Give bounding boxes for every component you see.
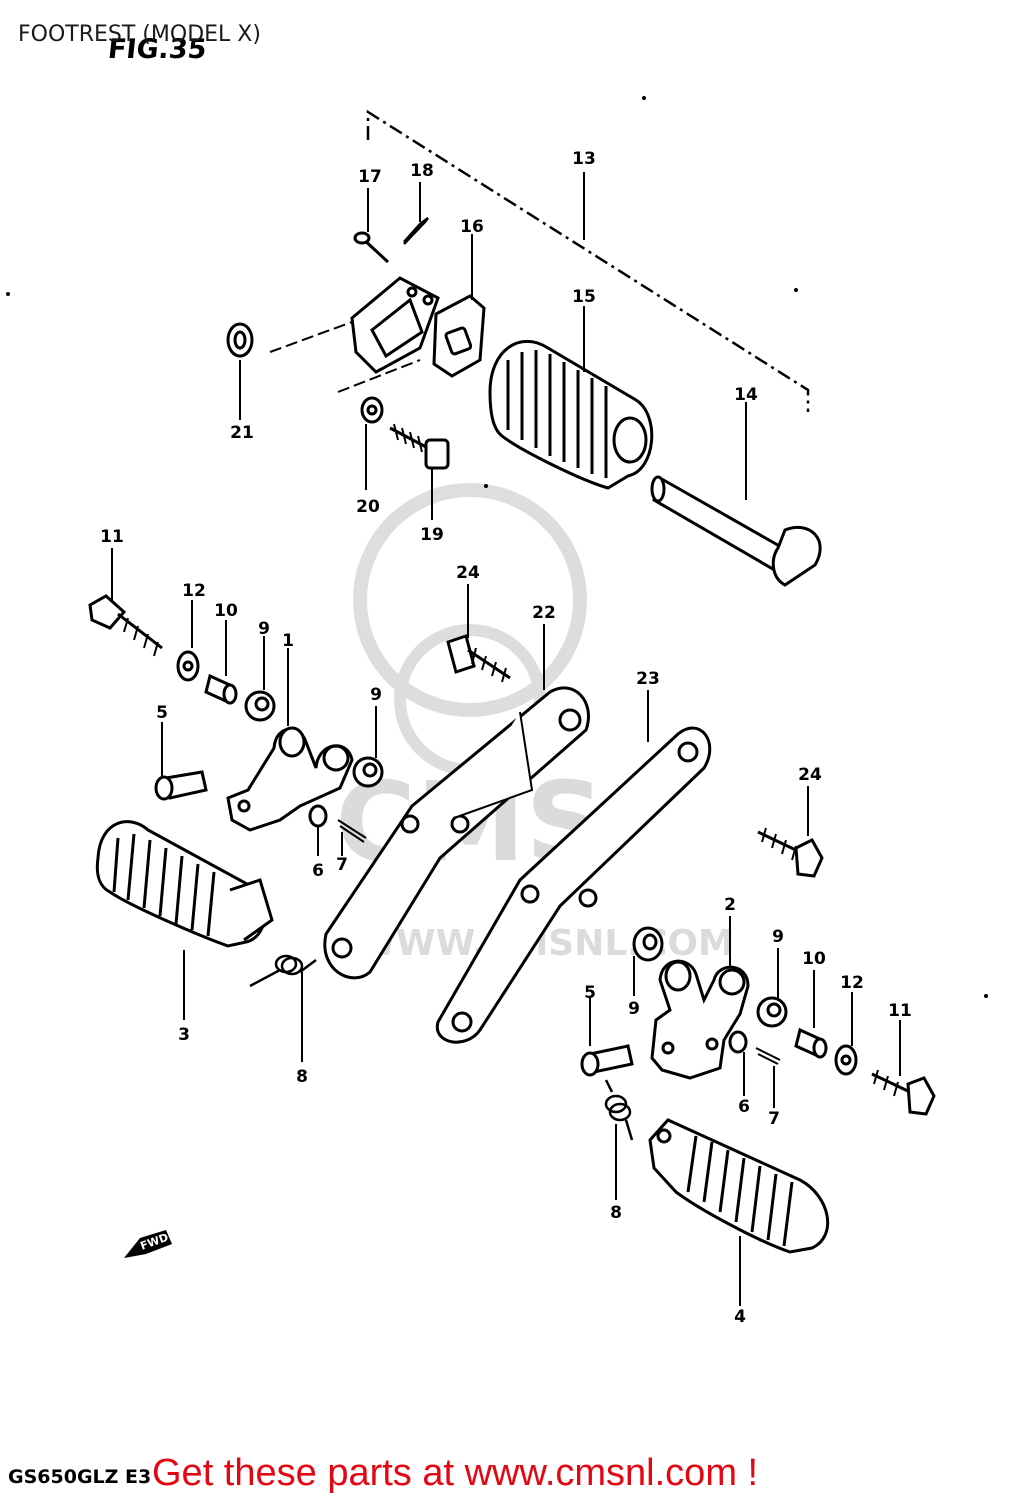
footpeg-3 xyxy=(95,820,274,948)
callout-8-left: 8 xyxy=(296,1067,308,1087)
callout-3: 3 xyxy=(178,1025,190,1045)
collar-10-left xyxy=(204,673,238,705)
spring-8-right xyxy=(604,1079,634,1141)
callout-19: 19 xyxy=(420,525,444,545)
callout-20: 20 xyxy=(356,497,380,517)
plate-16 xyxy=(432,294,486,378)
callout-6-right: 6 xyxy=(738,1097,750,1117)
footrest-bracket-2 xyxy=(650,959,750,1080)
footrest-bracket-1 xyxy=(226,726,354,832)
bolt-11-left xyxy=(88,594,163,657)
callout-12-left: 12 xyxy=(182,581,206,601)
washer-21 xyxy=(226,322,254,358)
callout-9-left-a: 9 xyxy=(258,619,270,639)
leader-lines-top xyxy=(239,172,747,520)
callout-8-right: 8 xyxy=(610,1203,622,1223)
callout-23: 23 xyxy=(636,669,660,689)
bracket-plate-22 xyxy=(323,686,590,980)
forward-direction-arrow: FWD xyxy=(124,1230,172,1258)
callout-18: 18 xyxy=(410,161,434,181)
callout-16: 16 xyxy=(460,217,484,237)
callout-14: 14 xyxy=(734,385,758,405)
bolt-24-upper xyxy=(446,634,511,683)
callout-10-right: 10 xyxy=(802,949,826,969)
diagram-caption: FOOTREST (MODEL X) xyxy=(18,22,261,47)
callout-5-right: 5 xyxy=(584,983,596,1003)
callout-2: 2 xyxy=(724,895,736,915)
pin-17 xyxy=(353,231,390,264)
callout-7-left: 7 xyxy=(336,855,348,875)
cotter-pin-7-left xyxy=(337,819,367,843)
bushing-9-right-b xyxy=(756,996,788,1028)
callout-1: 1 xyxy=(282,631,294,651)
bolt-19 xyxy=(389,423,450,470)
callout-labels: 13 17 18 16 15 14 21 20 19 11 12 10 9 1 … xyxy=(100,149,912,1327)
footpeg-rubber-15 xyxy=(488,339,654,490)
callout-15: 15 xyxy=(572,287,596,307)
promo-link[interactable]: Get these parts at www.cmsnl.com ! xyxy=(152,1452,759,1494)
callout-13: 13 xyxy=(572,149,596,169)
footpeg-4 xyxy=(648,1118,830,1254)
callout-9-right-b: 9 xyxy=(772,927,784,947)
callout-24-right: 24 xyxy=(798,765,822,785)
leader-lines-right xyxy=(467,584,901,1306)
scan-specks xyxy=(6,96,988,998)
model-code: GS650GLZ E3 xyxy=(8,1466,152,1488)
callout-6-left: 6 xyxy=(312,861,324,881)
callout-11-left: 11 xyxy=(100,527,124,547)
washer-20 xyxy=(360,396,384,424)
spring-8-left xyxy=(249,954,317,988)
callout-9-left-b: 9 xyxy=(370,685,382,705)
callout-10-left: 10 xyxy=(214,601,238,621)
callout-21: 21 xyxy=(230,423,254,443)
pivot-pin-5-right xyxy=(580,1044,634,1077)
callout-22: 22 xyxy=(532,603,556,623)
callout-4: 4 xyxy=(734,1307,746,1327)
cotter-pin-18 xyxy=(403,217,429,245)
bracket-part xyxy=(350,276,440,374)
callout-9-right-a: 9 xyxy=(628,999,640,1019)
cotter-pin-7-right xyxy=(755,1047,781,1065)
callout-17: 17 xyxy=(358,167,382,187)
collar-10-right xyxy=(794,1027,828,1059)
bracket-outline-13 xyxy=(366,109,810,412)
callout-24-upper: 24 xyxy=(456,563,480,583)
bushing-9-left-a xyxy=(244,690,276,722)
bolt-24-right xyxy=(757,827,824,878)
bracket-plate-23 xyxy=(435,726,712,1044)
washer-12-left xyxy=(176,650,200,682)
callout-11-right: 11 xyxy=(888,1001,912,1021)
callout-5-left: 5 xyxy=(156,703,168,723)
washer-6-left xyxy=(308,804,328,828)
peg-pin-14 xyxy=(650,475,822,587)
washer-12-right xyxy=(834,1044,858,1076)
callout-12-right: 12 xyxy=(840,973,864,993)
leader-lines-left xyxy=(111,548,377,1062)
callout-7-right: 7 xyxy=(768,1109,780,1129)
bushing-9-left-b xyxy=(352,756,384,788)
pivot-pin-5-left xyxy=(154,770,208,801)
washer-6-right xyxy=(728,1030,748,1054)
bolt-11-right xyxy=(871,1069,936,1116)
bushing-9-right-a xyxy=(632,926,664,962)
